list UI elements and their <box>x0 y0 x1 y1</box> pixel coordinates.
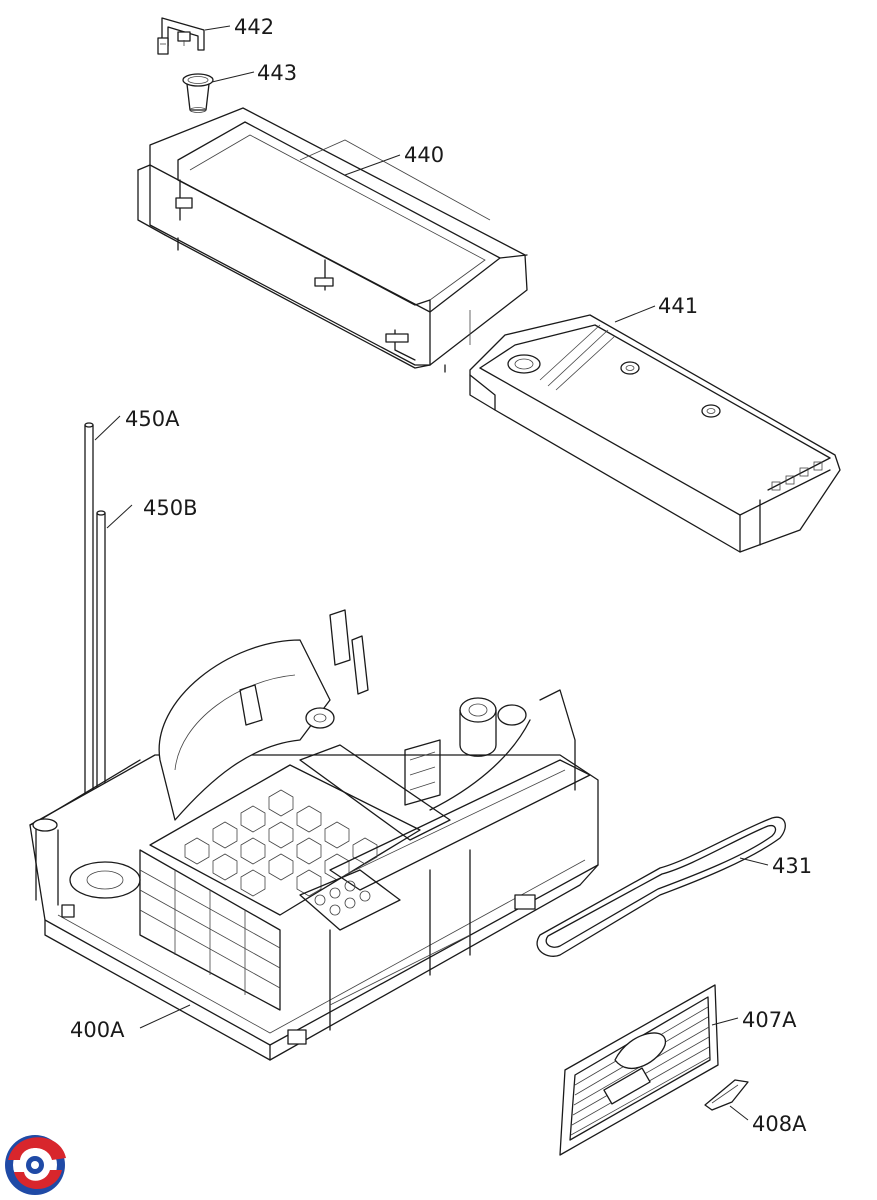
part-443-cup <box>182 73 214 113</box>
label-440: 440 <box>404 143 444 167</box>
label-450b: 450B <box>143 496 198 520</box>
label-400a: 400A <box>70 1018 125 1042</box>
label-441: 441 <box>658 294 698 318</box>
leader-450a <box>94 415 121 441</box>
leader-407a <box>711 1017 739 1026</box>
label-450a: 450A <box>125 407 180 431</box>
part-441-tank <box>469 314 841 553</box>
part-440-housing <box>137 107 528 373</box>
leader-400a <box>139 1004 191 1029</box>
leader-440 <box>344 154 401 176</box>
honeycomb-pattern <box>184 789 378 897</box>
leader-431 <box>739 857 769 866</box>
part-450b-rod <box>96 510 106 791</box>
leader-443 <box>211 71 255 83</box>
leader-441 <box>614 305 656 323</box>
label-407a: 407A <box>742 1008 797 1032</box>
label-442: 442 <box>234 15 274 39</box>
label-408a: 408A <box>752 1112 807 1136</box>
part-400a-base <box>29 609 599 1061</box>
part-431-gasket <box>536 816 786 957</box>
part-408a-clip <box>704 1079 749 1111</box>
part-407a-grille <box>559 984 719 1156</box>
leader-450b <box>106 504 133 529</box>
label-431: 431 <box>772 854 812 878</box>
leader-442 <box>204 25 231 31</box>
leader-408a <box>729 1105 749 1121</box>
brand-logo-icon <box>5 1135 66 1195</box>
part-450a-rod <box>84 422 94 796</box>
label-443: 443 <box>257 61 297 85</box>
part-442-bracket <box>157 17 205 55</box>
